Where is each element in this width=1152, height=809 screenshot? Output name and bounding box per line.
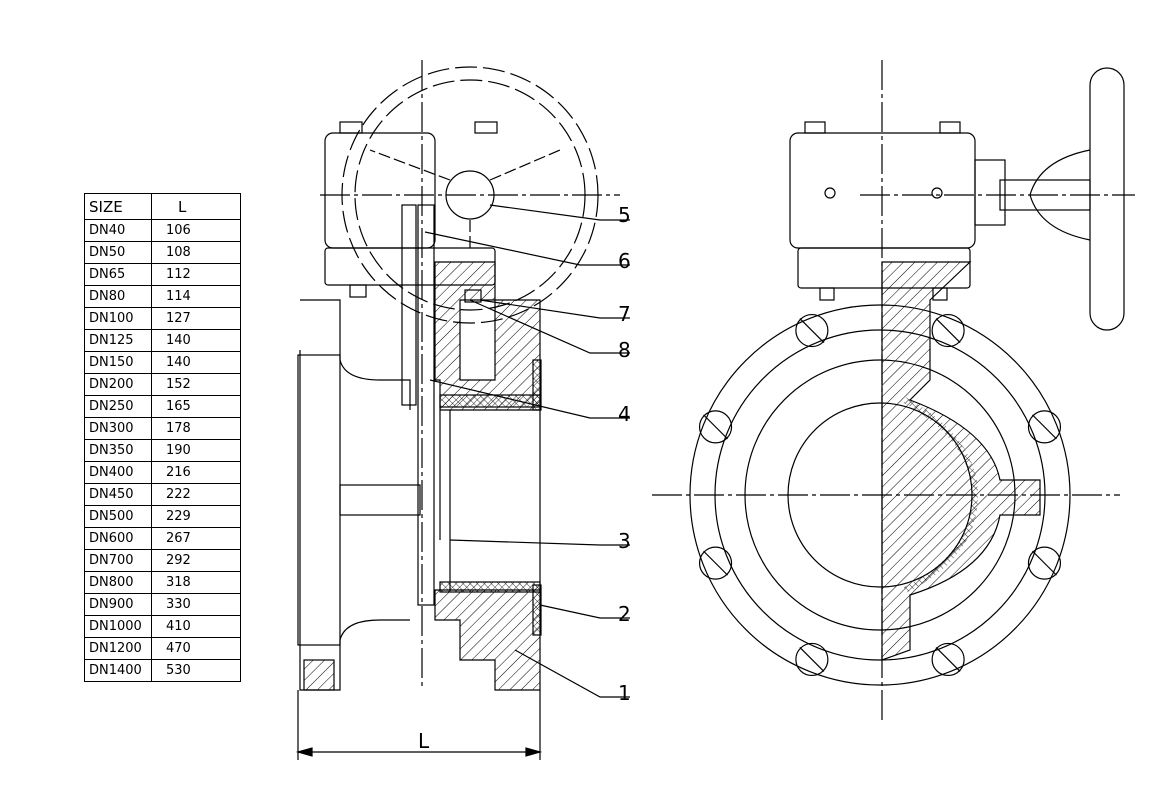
- bolt-hole-mark: [935, 318, 961, 343]
- dimension-label-L: L: [418, 729, 430, 753]
- bolt-hole: [698, 410, 733, 444]
- bolt-hole: [795, 313, 829, 348]
- bolt-hole-mark: [703, 414, 728, 440]
- bolt-hole-mark: [1032, 414, 1057, 440]
- callout-7: 7: [618, 302, 631, 326]
- leader-lines: [424, 204, 630, 698]
- cell-size: DN1400: [84, 659, 152, 682]
- callout-2: 2: [618, 602, 631, 626]
- bolt-hole: [1027, 410, 1062, 444]
- cell-size: DN50: [84, 241, 152, 264]
- cell-length: 140: [151, 329, 241, 352]
- bolt-hole-mark: [799, 647, 825, 672]
- cell-size: DN1000: [84, 615, 152, 638]
- cell-size: DN400: [84, 461, 152, 484]
- handwheel-side: [1089, 67, 1125, 331]
- callout-5: 5: [618, 203, 631, 227]
- cell-size: DN100: [84, 307, 152, 330]
- cell-length: 152: [151, 373, 241, 396]
- cell-size: DN1200: [84, 637, 152, 660]
- bolt-hole-mark: [703, 550, 728, 576]
- cell-length: 330: [151, 593, 241, 616]
- callout-labels: 5 6 7 8 4 3 2 1 L: [418, 203, 631, 753]
- bolt-hole-mark: [1032, 550, 1057, 576]
- table-header-row: SIZE L: [84, 193, 241, 220]
- callout-6: 6: [618, 249, 631, 273]
- cell-size: DN125: [84, 329, 152, 352]
- front-view: [652, 60, 1135, 720]
- header-l: L: [151, 193, 241, 220]
- side-view: [295, 60, 630, 760]
- callout-8: 8: [618, 338, 631, 362]
- callout-4: 4: [618, 402, 631, 426]
- cell-length: 530: [151, 659, 241, 682]
- bolt-hole-mark: [799, 318, 825, 343]
- bolt-hole: [931, 313, 965, 348]
- bolt-hole: [931, 642, 965, 677]
- bolt-hole: [795, 642, 829, 677]
- outer-flange: [689, 304, 1071, 686]
- bolt-hole: [698, 546, 733, 580]
- callout-1: 1: [618, 681, 631, 705]
- callout-3: 3: [618, 529, 631, 553]
- cell-length: 470: [151, 637, 241, 660]
- cell-length: 114: [151, 285, 241, 308]
- bolt-hole-mark: [935, 647, 961, 672]
- cell-size: DN150: [84, 351, 152, 374]
- header-size: SIZE: [84, 193, 152, 220]
- bolt-hole: [1027, 546, 1062, 580]
